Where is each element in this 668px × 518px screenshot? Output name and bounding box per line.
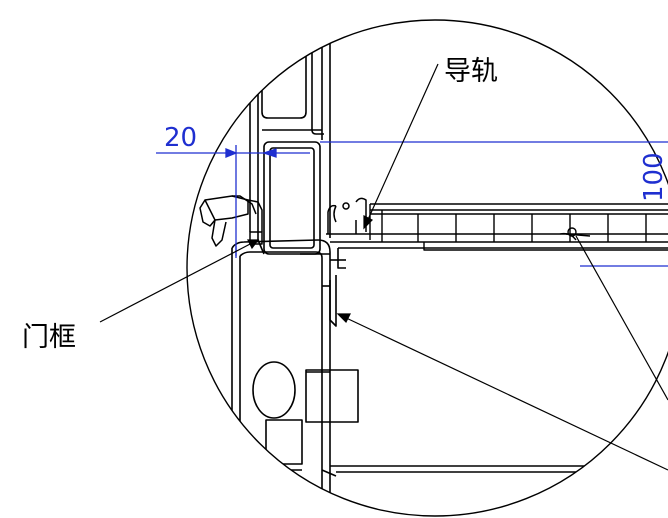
door-frame-profile [231, 233, 668, 516]
detail-view-circle [186, 19, 668, 517]
leader-lines [99, 63, 668, 471]
shelf-grating [369, 203, 668, 251]
dimension-100: 100 [639, 152, 668, 202]
geometry-clipped [199, 20, 668, 516]
dimension-20: 20 [164, 123, 197, 153]
dimension-lines [156, 141, 668, 267]
latch-handle [199, 195, 263, 247]
label-guide-rail: 导轨 [444, 56, 498, 87]
guide-rail-hook [327, 197, 367, 234]
label-door-frame: 门框 [22, 322, 76, 353]
oval-hole [252, 361, 296, 419]
